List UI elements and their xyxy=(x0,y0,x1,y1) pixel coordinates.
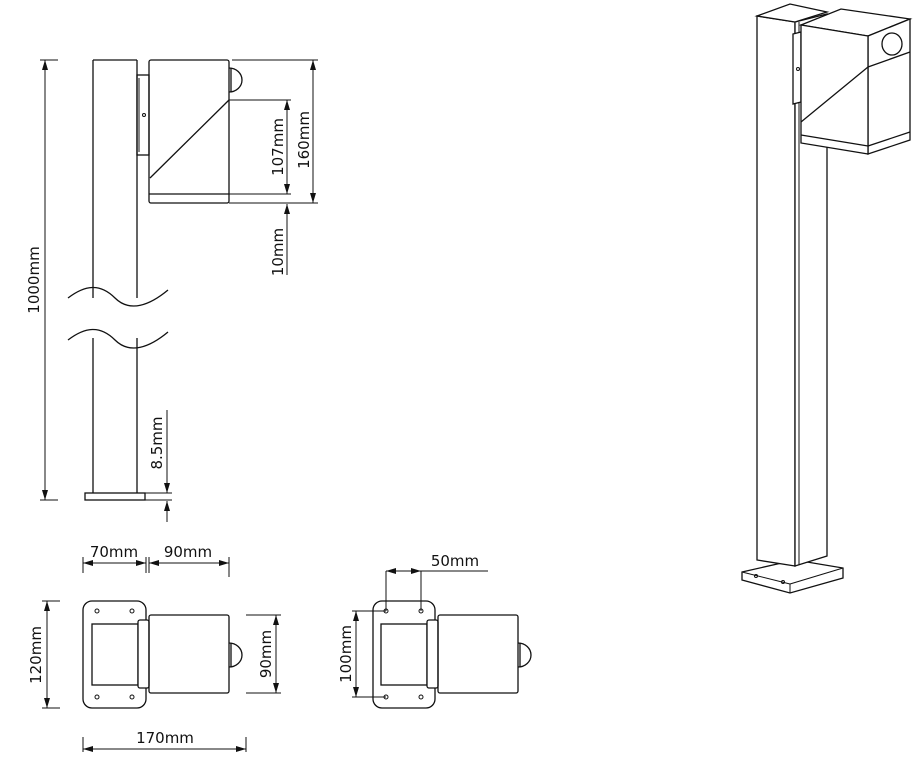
dimension-70mm: 70mm xyxy=(82,543,147,573)
post-side-3d xyxy=(794,13,828,567)
label-lamp-height: 160mm xyxy=(295,111,313,169)
mounting-view: 50mm 100mm xyxy=(337,552,532,709)
side-view: 1000mm 160mm 107mm 10mm 8.5mm xyxy=(25,59,318,522)
label-overall-length: 170mm xyxy=(136,729,194,747)
label-lamp-width: 90mm xyxy=(257,630,275,678)
label-hole-spacing-horizontal: 50mm xyxy=(431,552,479,570)
break-line-lower xyxy=(67,328,169,349)
label-plate-thickness: 8.5mm xyxy=(148,416,166,469)
dimension-120mm: 120mm xyxy=(27,600,60,709)
dimension-160mm: 160mm xyxy=(229,59,318,204)
lamp-head-side xyxy=(136,59,243,204)
dimension-90mm-width: 90mm xyxy=(246,614,281,694)
label-band-height: 10mm xyxy=(269,228,287,276)
post-cap-3d xyxy=(754,3,830,23)
dimension-1000mm: 1000mm xyxy=(25,59,58,501)
dimension-10mm: 10mm xyxy=(269,204,290,276)
lamp-body-top xyxy=(148,614,230,694)
label-diagonal-height: 107mm xyxy=(269,118,287,176)
dimension-100mm: 100mm xyxy=(337,610,386,698)
top-view: 70mm 90mm 120mm 90mm 170mm xyxy=(27,543,281,752)
dimension-50mm: 50mm xyxy=(385,552,488,611)
base-plate xyxy=(84,492,146,501)
label-plate-height: 120mm xyxy=(27,626,45,684)
dimension-107mm: 107mm xyxy=(229,99,291,195)
isometric-view xyxy=(741,3,913,594)
dimension-8-5mm: 8.5mm xyxy=(145,410,172,522)
label-lamp-depth: 90mm xyxy=(164,543,212,561)
label-hole-spacing-vertical: 100mm xyxy=(337,625,355,683)
lamp-front-3d xyxy=(800,24,869,155)
sensor-dome xyxy=(228,67,243,93)
sensor-3d xyxy=(881,32,903,56)
dimension-170mm: 170mm xyxy=(82,729,247,752)
label-plate-width: 70mm xyxy=(90,543,138,561)
label-total-height: 1000mm xyxy=(25,246,43,313)
lamp-body xyxy=(148,59,230,204)
screw-dot xyxy=(142,113,146,117)
post-front-3d xyxy=(756,15,796,567)
collar xyxy=(137,619,150,689)
break-line-upper xyxy=(67,286,169,307)
dimension-90mm-depth: 90mm xyxy=(148,543,230,577)
